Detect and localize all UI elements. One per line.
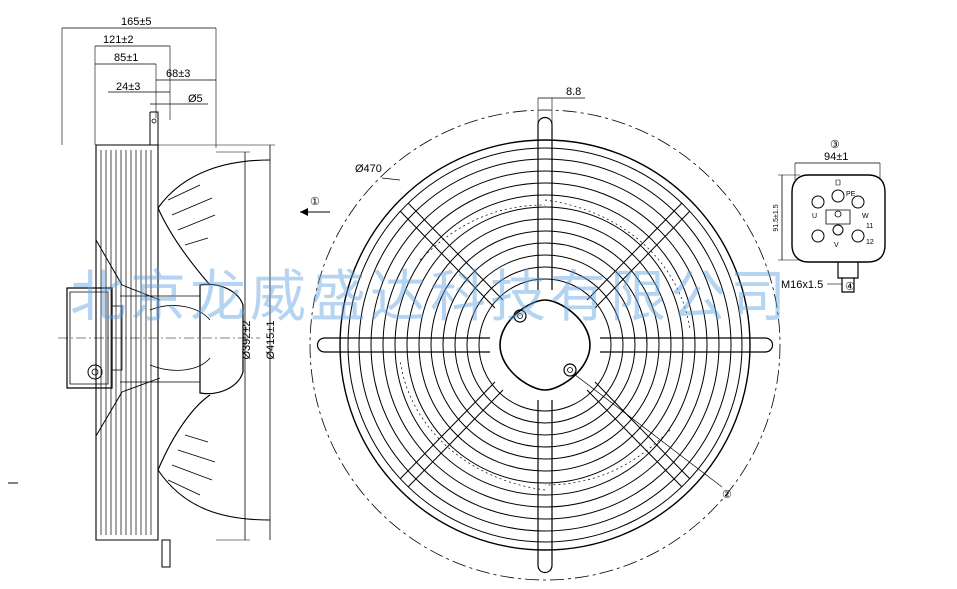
terminal-box-view: ③ 94±1 91.5±1.5 U V W PE 11 12 M16x1.5 ④ (773, 139, 886, 293)
dim-hub-dia: Ø392±2 (241, 320, 253, 359)
airflow-arrow-icon (300, 208, 308, 216)
terminal-label-w: W (862, 213, 869, 220)
dim-length-121: 121±2 (103, 34, 134, 46)
dim-total-length: 165±5 (121, 16, 152, 28)
terminal-label-11: 11 (866, 223, 873, 230)
dim-thread: M16x1.5 (781, 279, 823, 291)
side-view: 165±5 121±2 85±1 68±3 24±3 Ø5 (8, 16, 330, 568)
marker-4: ④ (845, 281, 855, 293)
terminal-label-12: 12 (866, 239, 874, 246)
dim-terminal-height: 91.5±1.5 (773, 204, 780, 231)
terminal-label-pe: PE (846, 191, 856, 198)
terminal-label-v: V (834, 242, 839, 249)
dim-terminal-width: 94±1 (824, 151, 848, 163)
marker-3: ③ (830, 139, 840, 151)
dim-width-8-8: 8.8 (566, 86, 581, 98)
dim-length-24: 24±3 (116, 81, 140, 93)
dim-length-68: 68±3 (166, 68, 190, 80)
dim-guard-dia: Ø470 (355, 163, 382, 175)
dim-length-85: 85±1 (114, 52, 138, 64)
dim-frame-dia: Ø415±1 (265, 320, 277, 359)
dim-hole-dia: Ø5 (188, 93, 203, 105)
terminal-label-u: U (812, 213, 817, 220)
marker-2: ② (722, 489, 732, 501)
front-view: Ø470 8.8 ② (309, 86, 781, 581)
airflow-marker: ① (310, 196, 320, 208)
